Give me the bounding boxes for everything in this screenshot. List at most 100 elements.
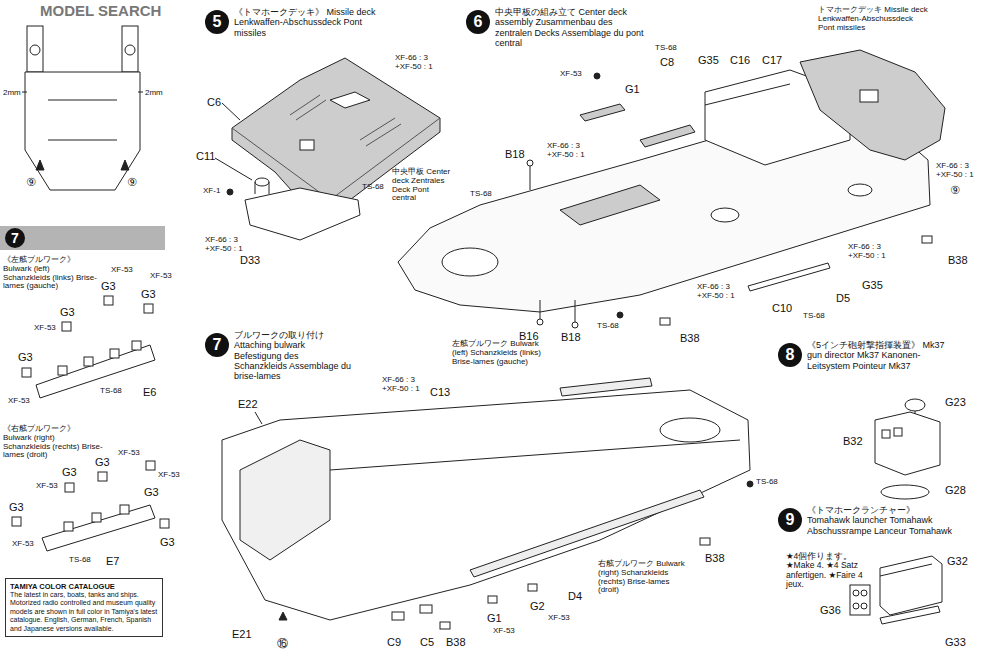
part-number: G28 (945, 484, 966, 496)
box-body: The latest in cars, boats, tanks and shi… (10, 591, 158, 633)
bulwark-parts-line (58, 366, 67, 375)
part-number: G3 (160, 536, 175, 548)
paint-code: XF-66 : 3 +XF-50 : 1 (547, 142, 591, 160)
tomahawk-launcher-line (880, 564, 932, 576)
step-band: 7 (0, 226, 165, 250)
center-deck-line (580, 104, 625, 121)
part-number: B38 (948, 254, 968, 266)
center-deck-line (575, 300, 576, 322)
part-number: G3 (18, 351, 33, 363)
bulwark-parts-line (64, 522, 73, 531)
subassembly-view-line (22, 92, 27, 93)
part-number: B38 (680, 332, 700, 344)
hull-line (560, 378, 652, 396)
tomahawk-launcher-line (880, 606, 940, 624)
paint-code: XF-66 : 3 +XF-50 : 1 (936, 162, 980, 180)
center-deck-line (442, 248, 498, 276)
missile-deck-line (366, 124, 401, 146)
hull-line (392, 612, 404, 620)
part-number: D5 (836, 292, 850, 304)
paint-code: TS-68 (756, 478, 778, 487)
bulwark-parts (12, 296, 169, 551)
center-deck-line (537, 319, 543, 325)
center-deck-line (660, 318, 670, 325)
part-number: C13 (430, 386, 450, 398)
missile-deck-line (330, 92, 370, 108)
tomahawk-launcher-line (861, 590, 867, 596)
center-deck-line (860, 90, 878, 102)
bulwark-parts-line (146, 461, 155, 470)
subassembly-view-line (125, 45, 135, 55)
note: ★4個作ります。 ★Make 4. ★4 Satz anfertigen. ★F… (786, 552, 876, 589)
step-heading: ブルワークの取り付け Attaching bulwark Befestigung… (234, 330, 354, 382)
tomahawk-launcher-line (861, 603, 867, 609)
hull-line (255, 412, 262, 424)
step-number: 6 (466, 10, 490, 34)
center-deck-line (560, 185, 660, 225)
part-number: C5 (420, 636, 434, 648)
part-number: C10 (772, 302, 792, 314)
paint-code: TS-68 (470, 190, 492, 199)
step-heading: 《トマホークランチャー》 Tomahawk launcher Tomahawk … (807, 505, 957, 536)
gun-director-line (905, 399, 925, 411)
step-number: 7 (205, 333, 229, 357)
center-deck-line (540, 300, 541, 319)
part-number: G3 (62, 466, 77, 478)
missile-deck-line (222, 103, 240, 120)
part-caption: 《右舷ブルワーク》 Bulwark (right) Schanzkleids (… (3, 425, 103, 460)
missile-deck-line (255, 178, 269, 186)
bulwark-parts-line (160, 519, 169, 528)
missile-deck-line (269, 182, 270, 194)
hull-line (528, 584, 537, 591)
step-number-circle: 5《トマホークデッキ》 Missile deck Lenkwaffen-Absc… (205, 10, 229, 34)
part-number: G33 (945, 636, 966, 648)
subassembly-view-line (36, 160, 44, 170)
hull-line (222, 390, 750, 620)
center-deck-line (530, 166, 531, 190)
hull-line (330, 440, 740, 470)
step-number-circle: 7ブルワークの取り付け Attaching bulwark Befestigun… (205, 333, 229, 357)
part-number: G3 (141, 288, 156, 300)
part-number: C17 (762, 54, 782, 66)
missile-deck-line (245, 188, 360, 240)
part-number: D33 (240, 254, 260, 266)
part-number: G35 (698, 54, 719, 66)
part-number: G2 (530, 600, 545, 612)
step-number: 9 (778, 508, 802, 532)
missile-deck-line (232, 128, 330, 200)
step-number: 7 (5, 228, 25, 248)
center-deck-line (848, 184, 872, 196)
subassembly-view-line (30, 45, 40, 55)
hull-line (700, 538, 710, 545)
subassembly-view-line (121, 160, 129, 170)
part-caption: 左舷ブルワーク Bulwark (left) Schanzkleids (lin… (452, 340, 552, 366)
part-number: B18 (561, 331, 581, 343)
part-number: C16 (730, 54, 750, 66)
paint-code: TS-68 (597, 322, 619, 331)
step-number-circle: 9《トマホークランチャー》 Tomahawk launcher Tomahawk… (778, 508, 802, 532)
paint-code: XF-53 (8, 397, 30, 406)
part-number: G23 (945, 396, 966, 408)
hull-line (747, 481, 753, 487)
center-deck-line (527, 160, 533, 166)
paint-code: XF-53 (12, 540, 34, 549)
paint-code: XF-53 (548, 614, 570, 623)
tomahawk-launcher-line (853, 603, 859, 609)
step-number: 5 (205, 10, 229, 34)
part-number: E21 (232, 628, 252, 640)
dimension: 2mm (3, 89, 21, 98)
part-number: G1 (625, 83, 640, 95)
paint-code: XF-66 : 3 +XF-50 : 1 (395, 54, 439, 72)
part-number: G32 (947, 555, 968, 567)
dimension: 2mm (145, 89, 163, 98)
paint-code: XF-66 : 3 +XF-50 : 1 (205, 236, 249, 254)
hull-line (420, 605, 432, 613)
step-heading: 《トマホークデッキ》 Missile deck Lenkwaffen-Absch… (234, 7, 384, 38)
paint-code: XF-1 (203, 187, 220, 196)
part-caption: 右舷ブルワーク Bulwark (right) Schanzkleids (re… (598, 560, 686, 595)
missile-deck-line (215, 158, 252, 180)
bulwark-parts-line (62, 322, 71, 331)
paint-code: TS-68 (803, 312, 825, 321)
center-deck-line (594, 73, 600, 79)
